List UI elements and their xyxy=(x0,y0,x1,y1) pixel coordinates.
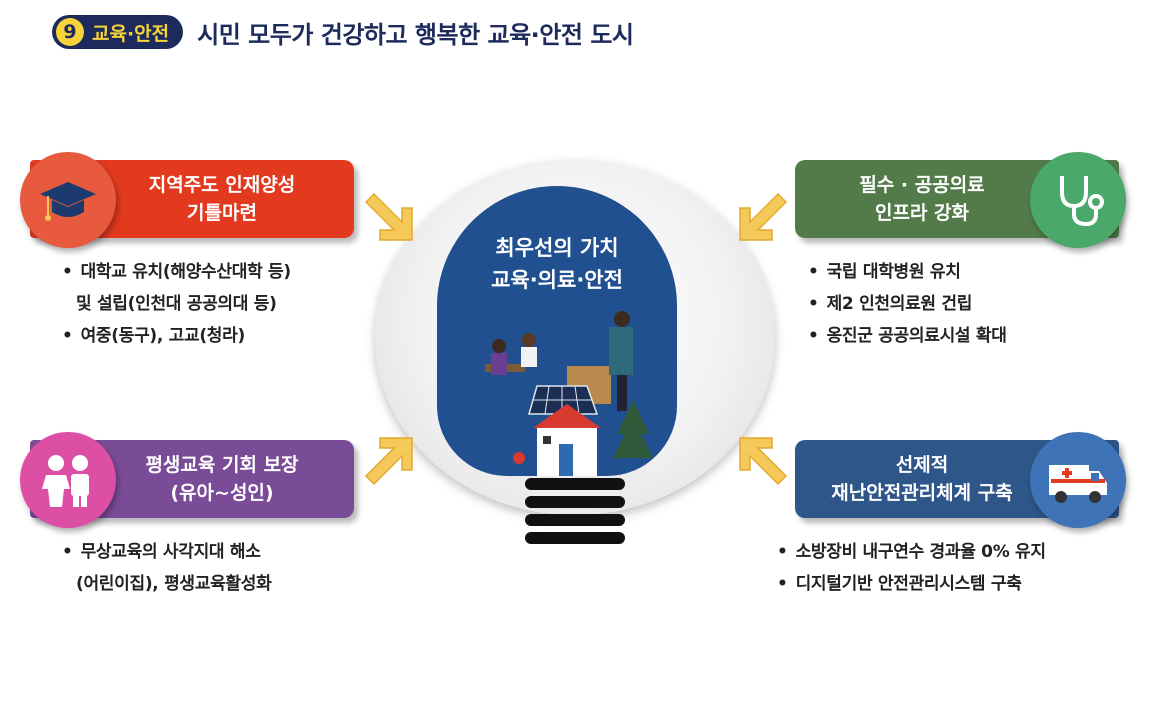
healthcare-bullets: 국립 대학병원 유치 제2 인천의료원 건립 옹진군 공공의료시설 확대 xyxy=(808,256,1007,352)
safety-bullets: 소방장비 내구연수 경과율 0% 유지 디지털기반 안전관리시스템 구축 xyxy=(777,536,1046,600)
lifelong-bullets: 무상교육의 사각지대 해소 (어린이집), 평생교육활성화 xyxy=(62,536,272,600)
arrow-up-left-icon xyxy=(739,437,788,486)
list-item: 디지털기반 안전관리시스템 구축 xyxy=(777,568,1046,600)
box-title-line1: 지역주도 인재양성 xyxy=(148,174,296,196)
list-item: 옹진군 공공의료시설 확대 xyxy=(808,320,1007,352)
box-title-line2: 재난안전관리체계 구축 xyxy=(831,482,1013,504)
children-icon xyxy=(20,432,116,528)
box-title-line1: 선제적 xyxy=(895,454,949,476)
box-title-line1: 평생교육 기회 보장 xyxy=(145,454,299,476)
bulb-inner-panel: 최우선의 가치 교육·의료·안전 xyxy=(437,186,677,476)
box-title-line1: 필수 · 공공의료 xyxy=(859,174,985,196)
graduation-cap-icon xyxy=(20,152,116,248)
light-bulb-illustration: 최우선의 가치 교육·의료·안전 xyxy=(375,160,775,720)
ambulance-icon xyxy=(1030,432,1126,528)
list-item: 국립 대학병원 유치 xyxy=(808,256,1007,288)
list-item: 대학교 유치(해양수산대학 등) xyxy=(62,256,292,288)
list-item: 무상교육의 사각지대 해소 xyxy=(62,536,271,568)
list-item: 소방장비 내구연수 경과율 0% 유지 xyxy=(777,536,1046,568)
center-line-1: 최우선의 가치 xyxy=(495,236,619,260)
box-title-line2: 인프라 강화 xyxy=(874,202,969,224)
center-text: 최우선의 가치 교육·의료·안전 xyxy=(437,232,677,296)
list-item: 제2 인천의료원 건립 xyxy=(808,288,1007,320)
list-item: (어린이집), 평생교육활성화 xyxy=(76,574,272,594)
page-title: 시민 모두가 건강하고 행복한 교육·안전 도시 xyxy=(197,20,634,49)
center-line-2: 교육·의료·안전 xyxy=(491,268,623,292)
category-badge: 9 교육·안전 xyxy=(52,15,184,49)
talent-bullets: 대학교 유치(해양수산대학 등) 및 설립(인천대 공공의대 등) 여중(동구)… xyxy=(62,256,291,352)
list-item: 및 설립(인천대 공공의대 등) xyxy=(76,294,277,314)
arrow-down-left-icon xyxy=(739,192,788,241)
scene-illustration xyxy=(485,311,653,476)
category-label: 교육·안전 xyxy=(92,22,170,45)
box-title-line2: 기틀마련 xyxy=(187,202,257,224)
stethoscope-icon xyxy=(1030,152,1126,248)
section-number: 9 xyxy=(56,18,84,46)
arrow-down-right-icon xyxy=(364,192,413,241)
bulb-base xyxy=(525,478,625,550)
list-item: 여중(동구), 고교(청라) xyxy=(62,320,291,352)
header: 9 교육·안전 시민 모두가 건강하고 행복한 교육·안전 도시 xyxy=(52,14,634,50)
box-title-line2: (유아~성인) xyxy=(170,482,274,504)
arrow-up-right-icon xyxy=(364,437,413,486)
